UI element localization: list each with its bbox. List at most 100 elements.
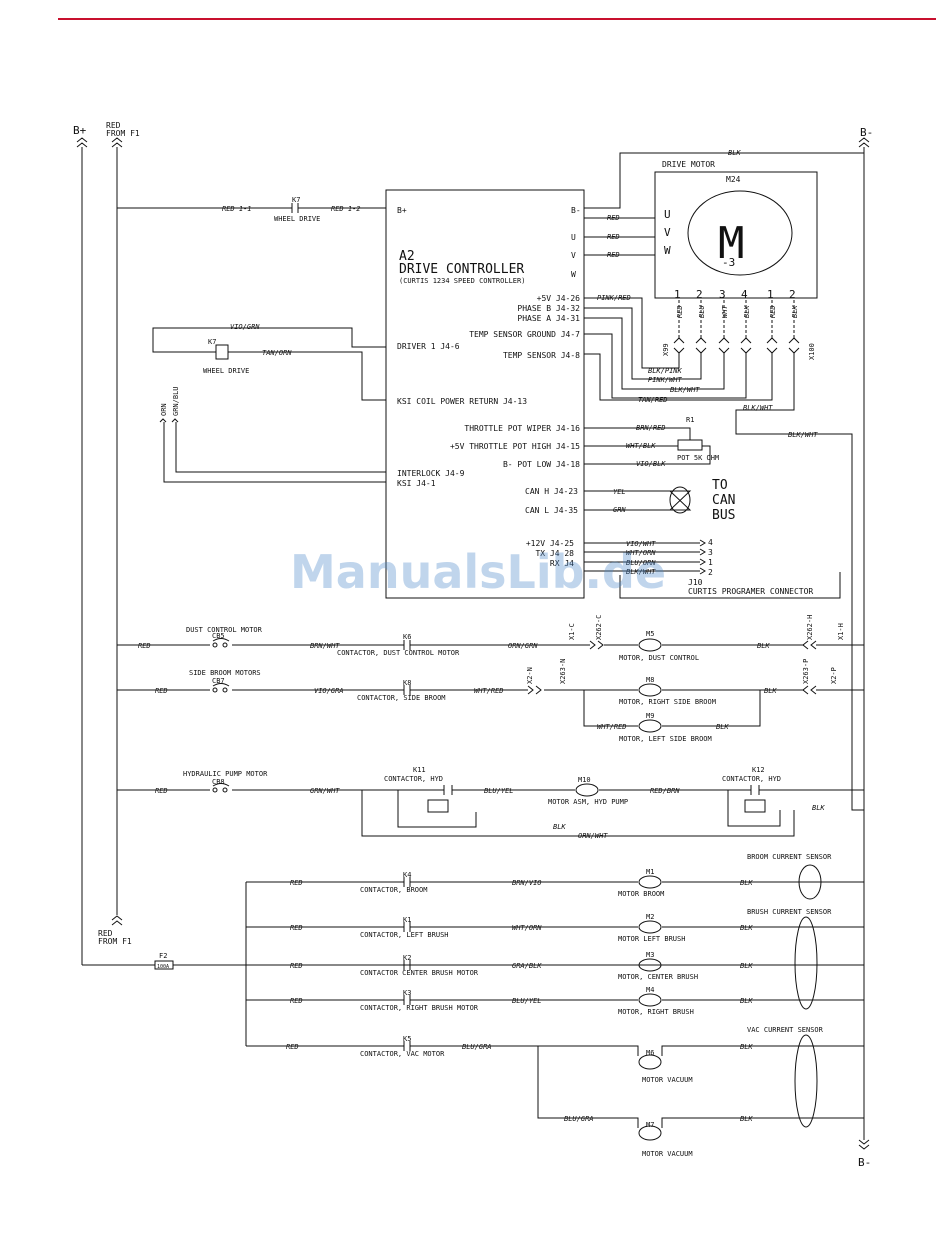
drive-motor: DRIVE MOTOR M24 M -3 U V W BLK RED RED R… <box>584 149 864 811</box>
branch-1-k: K1 <box>403 916 411 924</box>
branch-3-m: M4 <box>646 986 654 994</box>
side-c2: X263-N <box>559 659 567 684</box>
branch-2-kcap: CONTACTOR CENTER BRUSH MOTOR <box>360 969 479 977</box>
hyd-title: HYDRAULIC PUMP MOTOR <box>183 770 268 778</box>
branch-3-win: RED <box>290 997 303 1005</box>
sw-blk-wht: BLK/WHT <box>670 386 700 394</box>
vac-w3: BLK <box>740 1043 753 1051</box>
branch-1-win: RED <box>290 924 303 932</box>
dust-mcap: MOTOR, DUST CONTROL <box>619 654 699 662</box>
red-from-f1-top-2: FROM F1 <box>106 129 140 138</box>
j10-cap: CURTIS PROGRAMER CONNECTOR <box>688 587 813 596</box>
vac-w2: BLU/GRA <box>462 1043 492 1051</box>
side-m8cap: MOTOR, RIGHT SIDE BROOM <box>619 698 716 706</box>
side-w5: WHT/RED <box>597 723 627 731</box>
branch-1-wmid: WHT/ORN <box>512 924 542 932</box>
side-broom-circuit: SIDE BROOM MOTORS CB7 RED VIO/GRA K8 CON… <box>117 659 864 743</box>
mwire-4: BLK <box>743 305 751 318</box>
dust-c1: X1-C <box>568 623 576 640</box>
pin-ksi: KSI J4-1 <box>397 479 436 488</box>
mpin-3: 3 <box>719 288 726 301</box>
wire-orn: ORN <box>160 403 168 416</box>
mwire-5: RED <box>769 305 777 318</box>
pin-pot-wiper: THROTTLE POT WIPER J4-16 <box>464 424 580 433</box>
dust-m: M5 <box>646 630 654 638</box>
drive-controller: B+ A2 DRIVE CONTROLLER (CURTIS 1234 SPEE… <box>385 189 585 599</box>
vac-m6: M6 <box>646 1049 654 1057</box>
hyd-cb: CB8 <box>212 778 225 786</box>
side-m9: M9 <box>646 712 654 720</box>
vac-m7: M7 <box>646 1121 654 1129</box>
side-c3: X263-P <box>802 659 810 684</box>
side-w4: BLK <box>764 687 777 695</box>
term-bminus: B- <box>571 206 581 215</box>
pin-temp-gnd: TEMP SENSOR GROUND J4-7 <box>469 330 580 339</box>
hyd-k12: K12 <box>752 766 765 774</box>
k7-cap: WHEEL DRIVE <box>274 215 320 223</box>
pin-driver1: DRIVER 1 J4-6 <box>397 342 460 351</box>
hydraulic-circuit: HYDRAULIC PUMP MOTOR CB8 RED GRN/WHT K11… <box>117 766 864 840</box>
mwire-6: BLK <box>791 305 799 318</box>
motor-u-wire: RED <box>607 214 620 222</box>
dust-c2: X262-C <box>595 615 603 640</box>
can-w2: GRN <box>613 506 626 514</box>
side-w6: BLK <box>716 723 729 731</box>
branch-0-wout: BLK <box>740 879 753 887</box>
branch-2-win: RED <box>290 962 303 970</box>
hyd-w2: GRN/WHT <box>310 787 340 795</box>
hyd-w3: BLU/YEL <box>484 787 514 795</box>
sw-blk-pink: BLK/PINK <box>648 367 683 375</box>
vac-k: K5 <box>403 1035 411 1043</box>
branch-3-mcap: MOTOR, RIGHT BRUSH <box>618 1008 694 1016</box>
vac-win: RED <box>286 1043 299 1051</box>
pin-12v: +12V J4-25 <box>526 539 574 548</box>
power-rails: B+ RED FROM F1 B- RED FROM F1 B- <box>73 121 873 1169</box>
pot-w1: BRN/RED <box>636 424 666 432</box>
branch-0-wmid: BRN/VIO <box>512 879 542 887</box>
can-bus-label: BUS <box>712 508 735 523</box>
dust-c4: X1-H <box>837 623 845 640</box>
pin-tx: TX J4 28 <box>535 549 574 558</box>
dust-w4: BLK <box>757 642 770 650</box>
current-sensors: BROOM CURRENT SENSOR BRUSH CURRENT SENSO… <box>747 853 832 1128</box>
vac-m6cap: MOTOR VACUUM <box>642 1076 693 1084</box>
pin-can-l: CAN L J4-35 <box>525 506 578 515</box>
motor-w: W <box>664 244 671 257</box>
controller-id: A2 <box>399 249 415 264</box>
dust-w3: ORN/GRN <box>508 642 538 650</box>
branch-3-k: K3 <box>403 989 411 997</box>
hyd-k12cap: CONTACTOR, HYD <box>722 775 781 783</box>
conn-x99: X99 <box>662 343 670 356</box>
j10-w4: BLK/WHT <box>626 568 656 576</box>
j10-id: J10 <box>688 578 703 587</box>
mwire-2: BLU <box>698 305 706 318</box>
motor-m3-symbol <box>638 958 662 972</box>
side-w3: WHT/RED <box>474 687 504 695</box>
fuse-body: 100A <box>157 964 169 970</box>
hyd-mcap: MOTOR ASM, HYD PUMP <box>548 798 628 806</box>
j10-p3: 1 <box>708 558 713 567</box>
rail-bottom-connectors <box>111 915 870 1150</box>
vac-m7cap: MOTOR VACUUM <box>642 1150 693 1158</box>
mpin-6: 2 <box>789 288 796 301</box>
side-c4: X2-P <box>830 667 838 684</box>
sw-pink-red: PINK/RED <box>597 294 631 302</box>
hyd-m: M10 <box>578 776 591 784</box>
fuse-id: F2 <box>159 952 167 960</box>
motor-v-wire: RED <box>607 233 620 241</box>
controller-bplus: B+ <box>397 206 407 215</box>
broom-sensor-ring <box>798 864 822 900</box>
pin-phase-b: PHASE B J4-32 <box>517 304 580 313</box>
pin-pot-low: B- POT LOW J4-18 <box>503 460 580 469</box>
driver-circuit: VIO/GRN TAN/ORN K7 WHEEL DRIVE ORN GRN/B… <box>152 323 386 483</box>
j10-connector: VIO/WHT WHT/ORN BLU/ORN BLK/WHT 4 3 1 2 … <box>584 538 841 599</box>
bminus-bottom-label: B- <box>858 1156 871 1169</box>
k7-coil-name: K7 <box>208 338 216 346</box>
dust-title: DUST CONTROL MOTOR <box>186 626 263 634</box>
red-from-f1-top-1: RED <box>106 121 121 130</box>
rail-top-connectors <box>76 137 870 148</box>
hyd-w4: RED/BRN <box>650 787 680 795</box>
j10-p4: 2 <box>708 568 713 577</box>
term-u: U <box>571 233 576 242</box>
